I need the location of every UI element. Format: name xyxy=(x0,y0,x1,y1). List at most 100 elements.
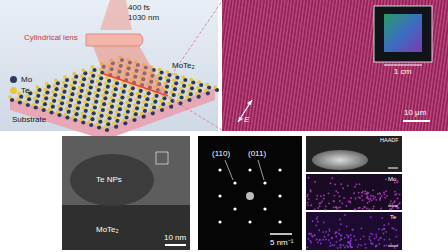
eds-dot xyxy=(375,199,377,201)
eds-dot xyxy=(312,236,314,238)
te-atom xyxy=(59,93,63,97)
fft-spot xyxy=(218,168,221,171)
te-atom xyxy=(75,98,79,102)
legend-swatch xyxy=(10,87,17,94)
te-atom xyxy=(91,103,95,107)
eds-dot xyxy=(366,193,368,195)
te-atom xyxy=(82,69,86,73)
eds-dot xyxy=(308,233,310,235)
te-atom xyxy=(104,119,108,123)
eds-dot xyxy=(354,186,356,188)
te-atom xyxy=(33,97,37,101)
eds-dot xyxy=(383,233,385,235)
eds-dot xyxy=(316,195,318,197)
fft-image xyxy=(198,136,302,250)
eds-dot xyxy=(340,223,342,225)
eds-dot xyxy=(380,208,382,210)
eds-dot xyxy=(350,197,352,199)
eds-dot xyxy=(347,246,349,248)
te-atom xyxy=(107,108,111,112)
eds-dot xyxy=(372,189,374,191)
eds-dot xyxy=(397,244,399,246)
fft-spot xyxy=(233,181,236,184)
te-atom xyxy=(56,110,60,114)
te-atom xyxy=(114,116,118,120)
te-atom xyxy=(188,84,192,88)
te-atom xyxy=(67,95,71,99)
eds-dot xyxy=(390,208,392,210)
te-atom xyxy=(125,101,129,105)
fft-spot xyxy=(218,194,221,197)
eds-dot xyxy=(331,244,333,246)
te-atom xyxy=(42,94,46,98)
te-atom xyxy=(84,94,88,98)
te-atom xyxy=(70,84,74,88)
eds-dot xyxy=(394,191,396,193)
scale-bar xyxy=(270,233,292,235)
te-atom xyxy=(17,92,21,96)
eds-dot xyxy=(340,244,342,246)
te-atom xyxy=(144,94,148,98)
te-atom xyxy=(152,97,156,101)
te-atom xyxy=(83,100,87,104)
scale-bar xyxy=(388,246,398,247)
eds-dot xyxy=(316,239,318,241)
lens-label: Cylindrical lens xyxy=(24,34,78,42)
eds-dot xyxy=(307,238,309,240)
eds-dot xyxy=(369,238,371,240)
te-atom xyxy=(167,102,171,106)
haadf-map xyxy=(306,136,402,172)
field-label: E xyxy=(244,116,249,124)
eds-dot xyxy=(308,177,310,179)
eds-dot xyxy=(369,200,371,202)
eds-dot xyxy=(359,183,361,185)
eds-dot xyxy=(386,244,388,246)
te-atom xyxy=(63,75,67,79)
te-atom xyxy=(79,118,83,122)
eds-dot xyxy=(333,244,335,246)
eds-dot xyxy=(310,242,312,244)
te-nanoparticle xyxy=(70,154,154,206)
te-atom xyxy=(99,68,103,72)
te-atom xyxy=(204,89,208,93)
te-atom xyxy=(58,99,62,103)
eds-dot xyxy=(359,197,361,199)
eds-dot xyxy=(323,195,325,197)
eds-dot xyxy=(381,229,383,231)
eds-dot xyxy=(339,195,341,197)
mote2-region xyxy=(62,205,190,250)
eds-dot xyxy=(361,195,363,197)
eds-dot xyxy=(392,207,394,209)
te-atom xyxy=(158,105,162,109)
eds-dot xyxy=(385,231,387,233)
scale-label: 10 μm xyxy=(404,109,426,117)
te-atom xyxy=(80,74,84,78)
eds-dot xyxy=(395,236,397,238)
te-atom xyxy=(141,106,145,110)
eds-dot xyxy=(307,194,309,196)
legend: MoTe xyxy=(10,74,32,96)
eds-dot xyxy=(316,218,318,220)
eds-dot xyxy=(383,224,385,226)
eds-dot xyxy=(364,190,366,192)
eds-dot xyxy=(370,195,372,197)
te-atom xyxy=(195,92,199,96)
te-atom xyxy=(134,98,138,102)
eds-dot xyxy=(330,182,332,184)
eds-dot xyxy=(317,241,319,243)
eds-dot xyxy=(362,208,364,210)
wavelength: 1030 nm xyxy=(128,14,159,22)
eds-dot xyxy=(365,247,367,249)
te-atom xyxy=(131,115,135,119)
eds-dot xyxy=(335,206,337,208)
eds-dot xyxy=(323,222,325,224)
eds-dot xyxy=(333,200,335,202)
te-atom xyxy=(115,110,119,114)
te-atom xyxy=(65,107,69,111)
eds-dot xyxy=(356,183,358,185)
eds-dot xyxy=(367,202,369,204)
eds-dot xyxy=(341,238,343,240)
eds-dot xyxy=(316,198,318,200)
eds-dot xyxy=(346,225,348,227)
te-atom xyxy=(166,70,170,74)
